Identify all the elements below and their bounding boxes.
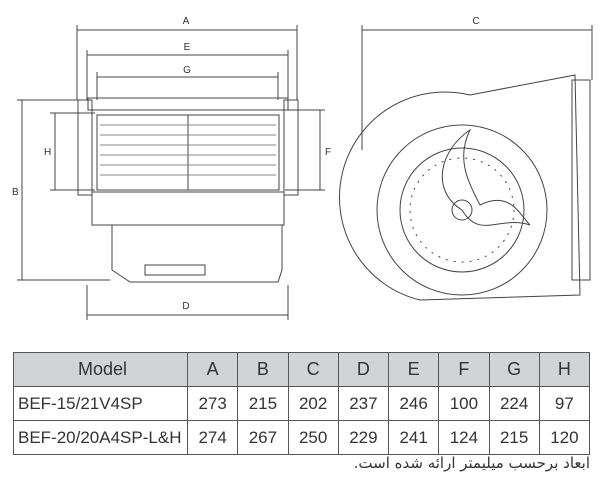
cell: 215	[237, 386, 289, 421]
dim-label-f: F	[325, 147, 331, 158]
cell: 120	[538, 420, 591, 455]
header-d: D	[337, 352, 390, 387]
dim-label-d: D	[182, 301, 189, 312]
cell: 237	[337, 386, 390, 421]
dim-label-c: C	[472, 16, 479, 27]
cell: 274	[186, 420, 239, 455]
cell: 229	[337, 420, 390, 455]
cell: 246	[387, 386, 440, 421]
cell: 273	[186, 386, 239, 421]
cell: 97	[538, 386, 591, 421]
header-e: E	[387, 352, 440, 387]
fan-front-view	[77, 97, 299, 283]
header-b: B	[237, 352, 289, 387]
table-header-row: Model A B C D E F G H	[13, 352, 591, 387]
dimensions-table: Model A B C D E F G H BEF-15/21V4SP 273 …	[13, 352, 591, 455]
dim-label-b: B	[12, 187, 19, 198]
header-g: G	[488, 352, 540, 387]
fan-side-view	[339, 74, 591, 301]
dim-label-g: G	[183, 65, 191, 76]
cell-model: BEF-20/20A4SP-L&H	[13, 420, 188, 455]
cell: 215	[488, 420, 540, 455]
dim-label-h: H	[44, 147, 51, 158]
dim-label-e: E	[184, 42, 191, 53]
fan-technical-drawing: A E G B H D F C	[12, 16, 593, 320]
cell: 267	[237, 420, 289, 455]
header-a: A	[186, 352, 239, 387]
cell-model: BEF-15/21V4SP	[13, 386, 188, 421]
cell: 224	[488, 386, 540, 421]
cell: 241	[387, 420, 440, 455]
cell: 124	[438, 420, 490, 455]
dim-label-a: A	[183, 16, 190, 27]
header-h: H	[538, 352, 591, 387]
header-model: Model	[13, 352, 188, 387]
units-note: ابعاد برحسب میلیمتر ارائه شده است.	[353, 454, 590, 472]
cell: 100	[438, 386, 490, 421]
table-row: BEF-15/21V4SP 273 215 202 237 246 100 22…	[13, 386, 591, 421]
header-c: C	[287, 352, 339, 387]
table-row: BEF-20/20A4SP-L&H 274 267 250 229 241 12…	[13, 420, 591, 455]
header-f: F	[438, 352, 490, 387]
cell: 250	[287, 420, 339, 455]
cell: 202	[287, 386, 339, 421]
